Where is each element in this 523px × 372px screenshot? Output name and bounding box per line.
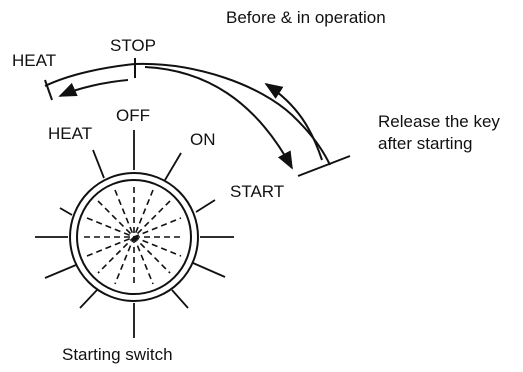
release-return-arrow	[264, 83, 323, 161]
stop-to-start-arrow	[144, 66, 293, 170]
position-heat-label: HEAT	[48, 124, 92, 143]
note-release-key-line2: after starting	[378, 134, 473, 153]
position-start-label: START	[230, 182, 284, 201]
outer-arc-heat-stop	[44, 63, 136, 87]
switch-outer-ring	[69, 172, 199, 302]
outer-arc-stop-start	[134, 62, 331, 166]
note-release-key-line1: Release the key	[378, 112, 500, 131]
dial-spokes	[84, 187, 184, 287]
outer-heat-label: HEAT	[12, 51, 56, 70]
outer-stop-label: STOP	[110, 36, 156, 55]
diagram-caption: Starting switch	[62, 345, 173, 364]
note-before-operation: Before & in operation	[226, 8, 386, 27]
heat-return-arrow	[58, 79, 129, 97]
start-limit-tick	[297, 155, 351, 177]
switch-inner-ring	[76, 179, 192, 295]
heat-end-tick	[44, 79, 53, 101]
dial-ticks	[35, 130, 234, 338]
position-on-label: ON	[190, 130, 216, 149]
position-off-label: OFF	[116, 106, 150, 125]
